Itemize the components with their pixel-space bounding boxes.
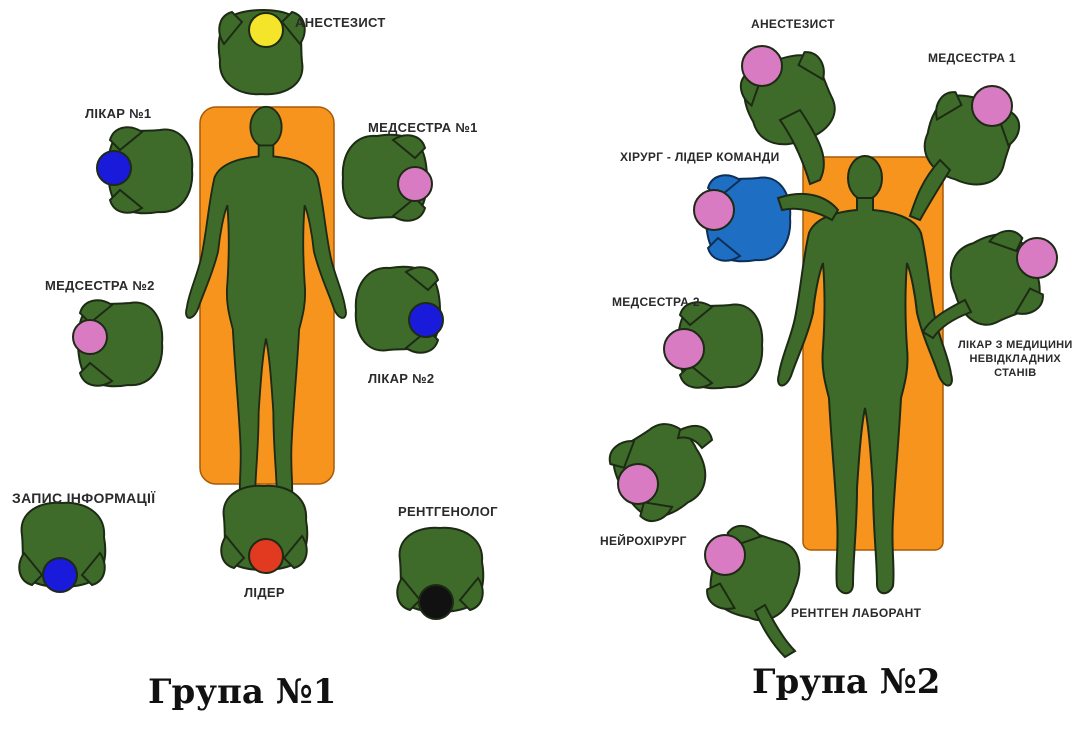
group1-label-doctor2: ЛІКАР №2 — [368, 371, 434, 387]
group1-label-recorder: ЗАПИС ІНФОРМАЦІЇ — [12, 490, 155, 508]
pink-cap-icon — [664, 329, 704, 369]
group2-label-surgeon-leader: ХІРУРГ - ЛІДЕР КОМАНДИ — [620, 150, 780, 165]
group1-anesthetist-figure — [219, 10, 305, 94]
group2-label-emergency-doctor: ЛІКАР З МЕДИЦИНИ НЕВІДКЛАДНИХ СТАНІВ — [958, 339, 1073, 380]
group1-diagram — [19, 10, 483, 619]
group1-doctor1-figure — [97, 127, 192, 213]
group2-label-neurosurgeon: НЕЙРОХІРУРГ — [600, 534, 687, 549]
group1-radiologist-figure — [397, 528, 483, 619]
group2-nurse1-figure — [910, 86, 1024, 220]
group2-label-nurse1: МЕДСЕСТРА 1 — [928, 51, 1016, 66]
pink-cap-icon — [398, 167, 432, 201]
group2-xray-tech-figure — [701, 521, 810, 657]
pink-cap-icon — [694, 190, 734, 230]
group2-label-emergency-doctor-line3: СТАНІВ — [958, 367, 1073, 381]
black-cap-icon — [419, 585, 453, 619]
group1-label-nurse2: МЕДСЕСТРА №2 — [45, 278, 155, 294]
pink-cap-icon — [705, 535, 745, 575]
group2-nurse2-figure — [664, 302, 762, 388]
red-cap-icon — [249, 539, 283, 573]
group1-label-nurse1: МЕДСЕСТРА №1 — [368, 120, 478, 136]
group1-label-anesthetist: АНЕСТЕЗИСТ — [295, 15, 386, 31]
pink-cap-icon — [1017, 238, 1057, 278]
pink-cap-icon — [73, 320, 107, 354]
group2-label-xray-tech: РЕНТГЕН ЛАБОРАНТ — [791, 606, 921, 621]
blue-cap-icon — [43, 558, 77, 592]
group2-label-anesthetist: АНЕСТЕЗИСТ — [751, 17, 835, 32]
group2-neurosurgeon-figure — [602, 412, 718, 529]
group1-recorder-figure — [19, 503, 105, 592]
group1-doctor2-figure — [356, 267, 443, 353]
group1-label-radiologist: РЕНТГЕНОЛОГ — [398, 504, 498, 520]
pink-cap-icon — [972, 86, 1012, 126]
group2-label-emergency-doctor-line1: ЛІКАР З МЕДИЦИНИ — [958, 339, 1073, 353]
group1-caption: Група №1 — [148, 672, 336, 712]
group1-nurse1-figure — [343, 135, 432, 221]
group1-label-doctor1: ЛІКАР №1 — [85, 106, 151, 122]
yellow-cap-icon — [249, 13, 283, 47]
pink-cap-icon — [618, 464, 658, 504]
pink-cap-icon — [742, 46, 782, 86]
group1-leader-figure — [221, 486, 307, 573]
group2-label-emergency-doctor-line2: НЕВІДКЛАДНИХ — [958, 353, 1073, 367]
group2-label-nurse2: МЕДСЕСТРА 2 — [612, 295, 700, 310]
blue-cap-icon — [409, 303, 443, 337]
group2-caption: Група №2 — [752, 662, 940, 702]
group1-nurse2-figure — [73, 300, 162, 386]
group1-label-leader: ЛІДЕР — [244, 585, 285, 601]
blue-cap-icon — [97, 151, 131, 185]
